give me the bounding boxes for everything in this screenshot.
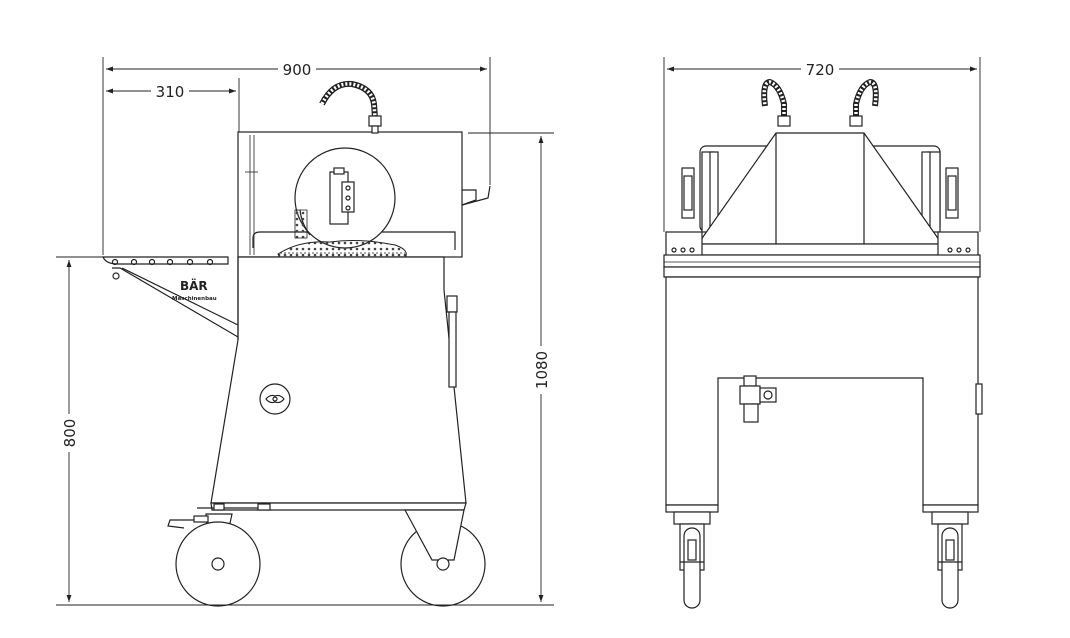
coolant-hose-side xyxy=(319,80,382,134)
side-view: 900 310 1080 800 xyxy=(56,57,554,607)
blade-guide xyxy=(329,167,355,225)
left-caster-front xyxy=(673,511,711,609)
dimension-720: 720 xyxy=(663,57,981,232)
dimension-1080: 1080 xyxy=(468,132,554,606)
dimension-label-800: 800 xyxy=(61,419,79,448)
adjustment-knob xyxy=(259,383,291,415)
bar-logo: BÄR Maschinenbau xyxy=(172,278,217,302)
front-caster-side xyxy=(167,503,271,607)
coolant-hoses-front xyxy=(761,78,879,127)
dimension-900: 900 xyxy=(102,57,491,255)
drain-valve xyxy=(739,375,777,423)
machine-body-side xyxy=(210,256,467,504)
brand-name: BÄR xyxy=(180,278,208,293)
drain-pipe xyxy=(446,295,458,388)
brand-subtitle: Maschinenbau xyxy=(172,296,217,302)
guide-posts-front xyxy=(681,167,959,219)
dimension-label-720: 720 xyxy=(806,61,835,79)
machine-body-front xyxy=(665,276,983,506)
feed-table xyxy=(102,256,239,338)
dimension-label-310: 310 xyxy=(156,83,185,101)
rear-caster-side xyxy=(400,509,486,607)
dimension-label-900: 900 xyxy=(283,61,312,79)
dimension-label-1080: 1080 xyxy=(533,351,551,389)
front-view: 720 xyxy=(663,57,983,609)
table-rail-front xyxy=(663,231,981,278)
right-caster-front xyxy=(931,511,969,609)
dimension-310: 310 xyxy=(106,78,240,132)
